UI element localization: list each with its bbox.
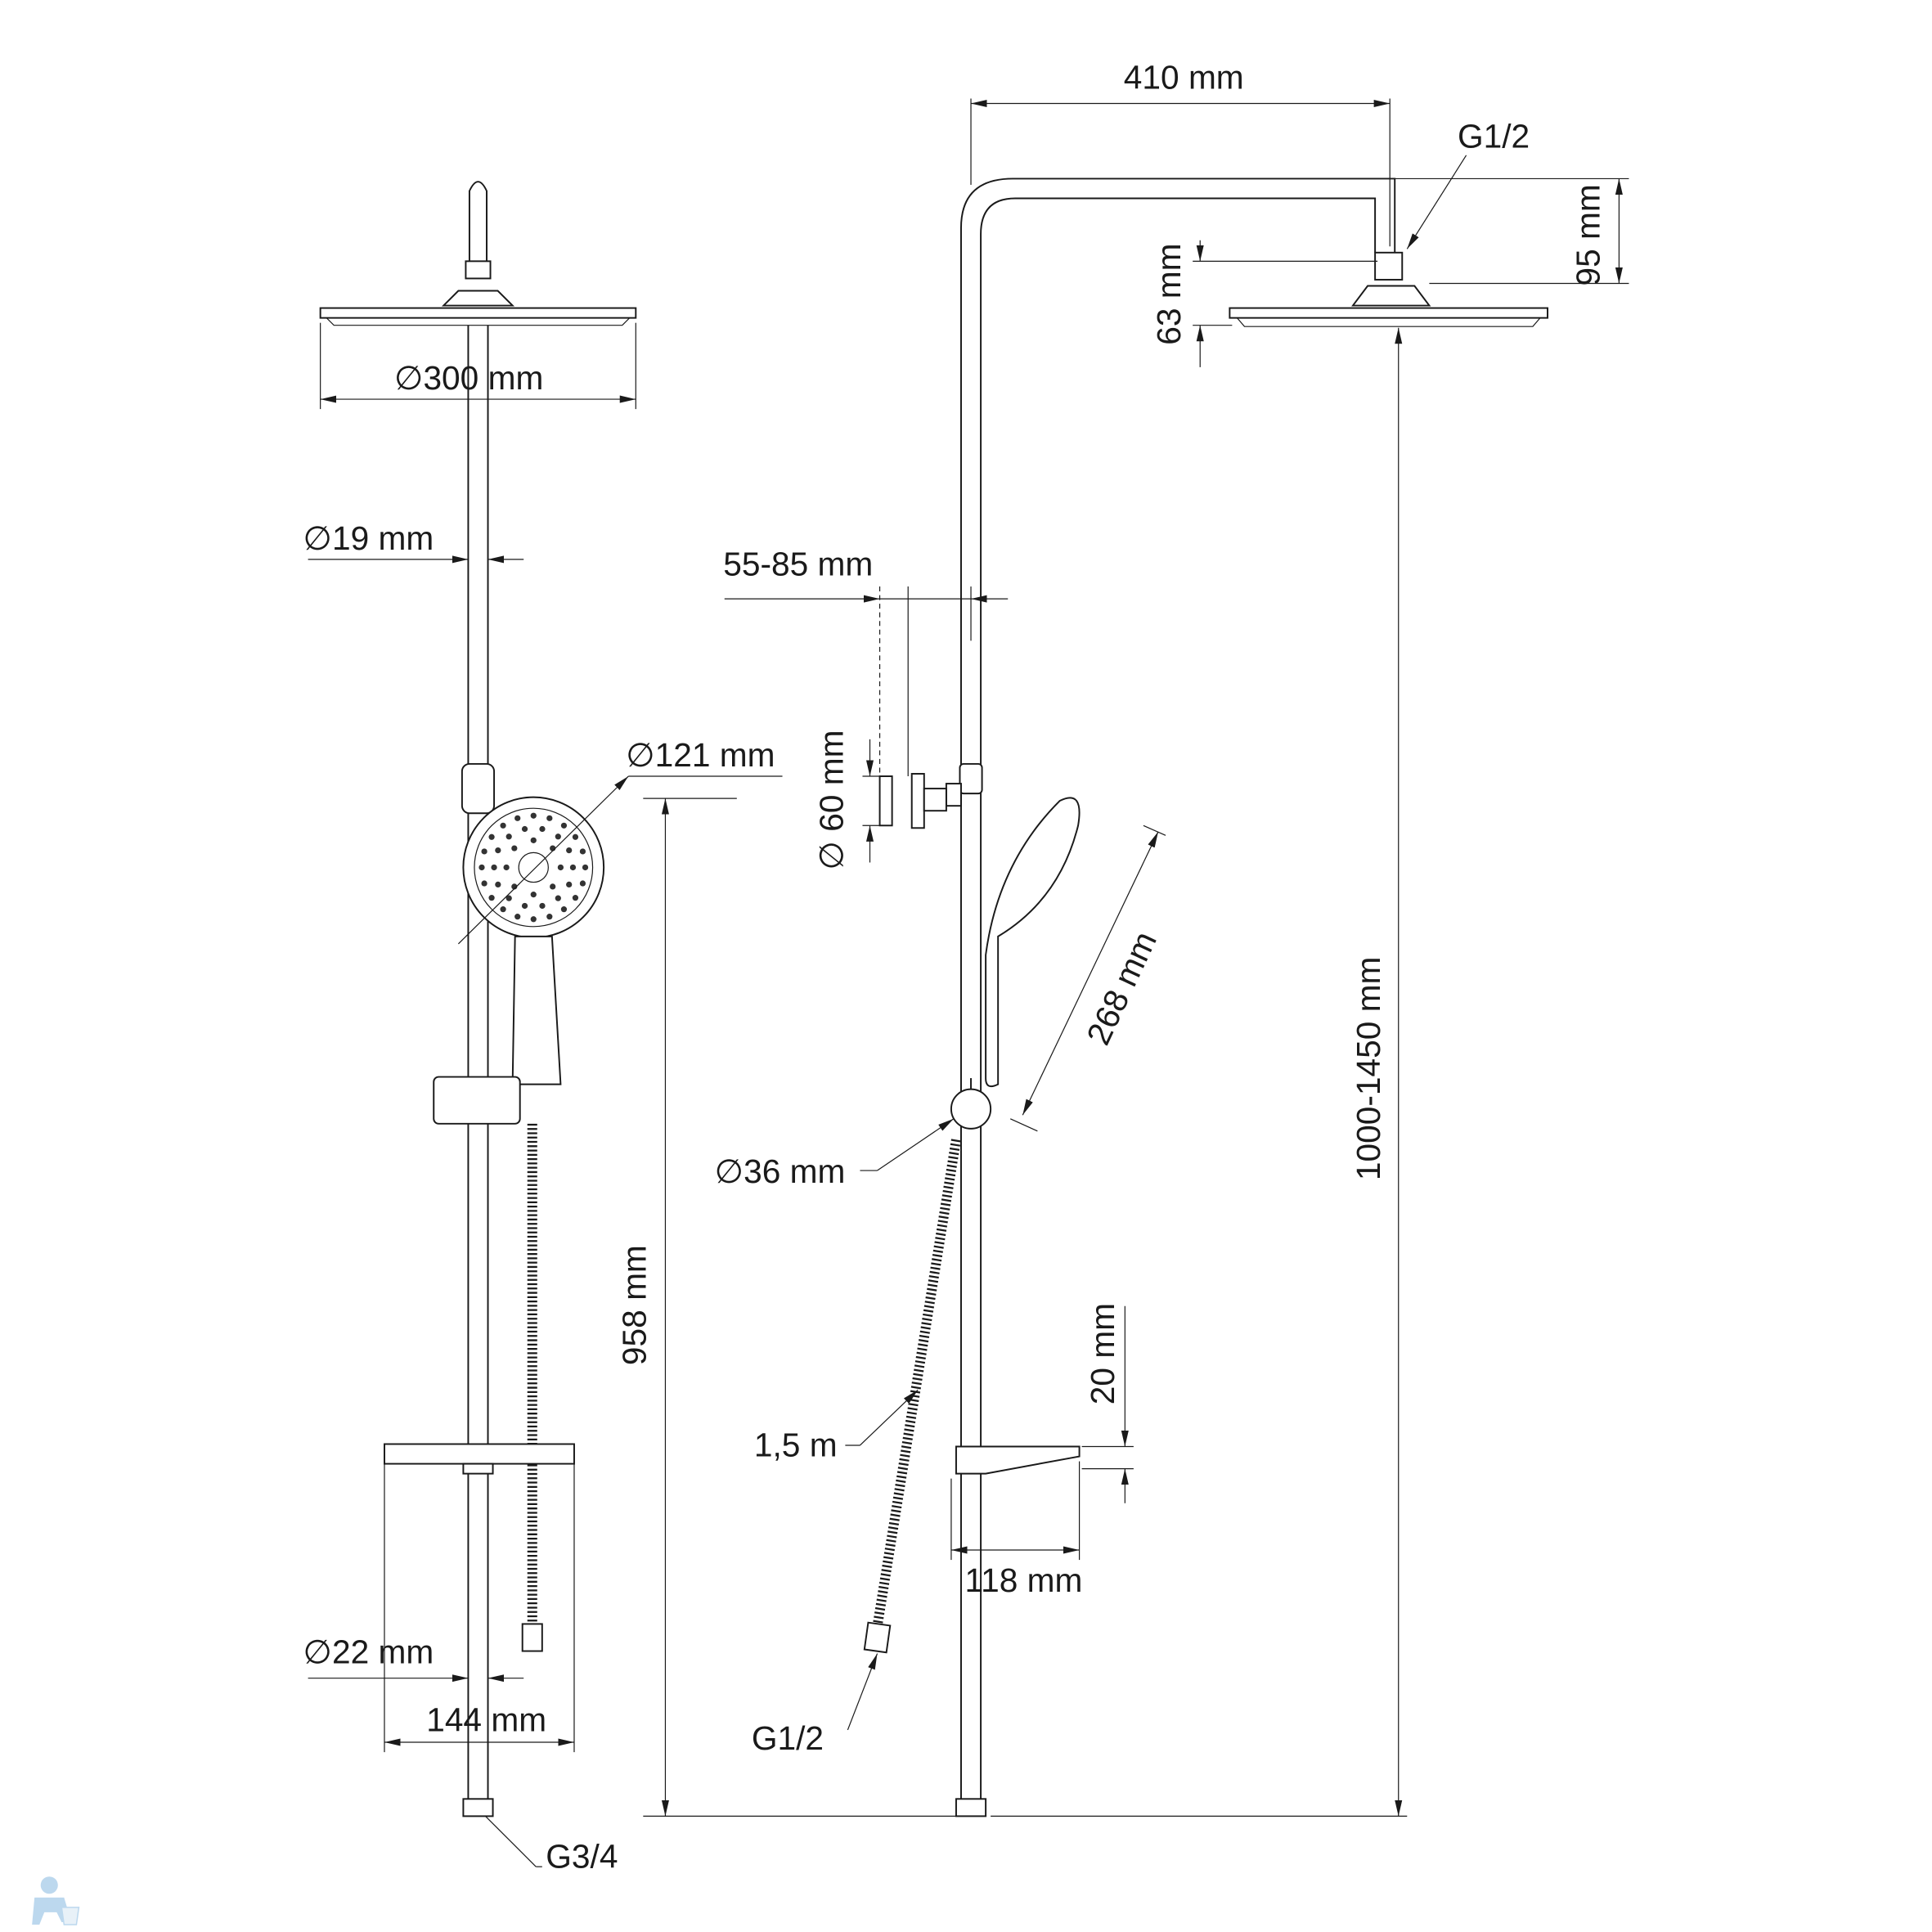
hose-side <box>872 1139 961 1628</box>
nozzle <box>514 815 521 821</box>
nozzles <box>479 812 589 923</box>
dim-shelf-height: 20 mm <box>1084 1303 1121 1404</box>
nozzle <box>495 847 501 854</box>
nozzle <box>479 864 485 871</box>
nozzle <box>500 906 506 913</box>
nozzle <box>514 914 521 920</box>
nozzle <box>530 892 537 898</box>
bottom-fitting <box>955 1798 987 1817</box>
nozzle <box>511 845 518 851</box>
hand-shower-handle <box>511 935 562 1085</box>
nozzle <box>500 822 506 829</box>
head-connector <box>441 290 515 307</box>
arm-nut <box>465 260 492 280</box>
dim-shelf-depth: 118 mm <box>964 1561 1082 1599</box>
nozzle <box>481 848 487 855</box>
nozzle <box>488 895 495 901</box>
label-hose-length: 1,5 m <box>754 1427 838 1464</box>
dim-head-diameter: ∅300 mm <box>394 359 543 397</box>
dim-bar-diameter-19: ∅19 mm <box>303 519 434 557</box>
label-top-inlet: G1/2 <box>1458 118 1530 155</box>
nozzle <box>579 848 586 855</box>
nozzle <box>572 895 579 901</box>
dim-height-958: 958 mm <box>615 1245 653 1365</box>
front-view: ∅300 mm ∅19 mm ∅121 mm 958 mm ∅22 mm 144… <box>303 181 956 1876</box>
label-hose-inlet: G1/2 <box>752 1719 824 1757</box>
nozzle <box>530 916 537 923</box>
slider <box>433 1076 521 1125</box>
nozzle <box>503 864 510 871</box>
nozzle <box>505 895 512 901</box>
nozzle <box>511 883 518 890</box>
bar-holder <box>461 762 496 815</box>
dim-height-95: 95 mm <box>1569 184 1606 285</box>
nozzle <box>530 812 537 819</box>
dim-shelf-width: 144 mm <box>426 1701 546 1738</box>
nozzle <box>521 825 528 833</box>
riser-inner <box>980 197 1377 1799</box>
nozzle <box>530 837 537 843</box>
nozzle <box>481 880 487 887</box>
nozzle <box>550 883 556 890</box>
rain-shower-head-side <box>1229 307 1548 319</box>
diverter-knob <box>950 1088 992 1130</box>
nozzle <box>566 847 573 854</box>
dim-holder-diameter: ∅ 60 mm <box>812 730 850 870</box>
nozzle <box>555 833 561 840</box>
nozzle <box>560 822 568 829</box>
dim-hand-length: 268 mm <box>1079 926 1164 1051</box>
dim-height-range: 1000-1450 mm <box>1350 957 1387 1180</box>
plumber-logo <box>32 1876 80 1925</box>
hand-shower-side <box>985 797 1081 1088</box>
hand-holder <box>878 775 893 827</box>
wall-inlet-fitting <box>462 1798 494 1817</box>
dim-height-63: 63 mm <box>1150 244 1188 345</box>
dim-diverter-diameter: ∅36 mm <box>715 1152 846 1190</box>
shelf-side <box>955 1445 1081 1475</box>
nozzle <box>539 902 546 910</box>
nozzle <box>560 906 568 913</box>
dim-hand-diameter: ∅121 mm <box>626 736 775 774</box>
nozzle <box>582 864 589 871</box>
side-view: 410 mm G1/2 95 mm 63 mm 1000-1450 mm 55-… <box>715 58 1629 1817</box>
dim-arm-length: 410 mm <box>1124 58 1244 96</box>
nozzle <box>546 815 553 821</box>
shelf <box>384 1443 575 1465</box>
nozzle <box>569 864 577 871</box>
dim-bar-diameter-22: ∅22 mm <box>303 1633 434 1671</box>
riser-outer <box>959 177 1396 1799</box>
rain-shower-head <box>319 307 637 319</box>
nozzle <box>495 881 501 888</box>
arm-nut <box>1374 251 1404 281</box>
nozzle <box>557 864 564 871</box>
nozzle <box>539 825 546 833</box>
nozzle <box>521 902 528 910</box>
nozzle <box>579 880 586 887</box>
shower-arm <box>468 181 487 269</box>
nozzle <box>488 833 495 840</box>
nozzle <box>555 895 561 901</box>
label-wall-inlet: G3/4 <box>546 1838 618 1876</box>
hose-nut <box>521 1623 543 1652</box>
nozzle <box>546 914 553 920</box>
nozzle <box>491 864 497 871</box>
nozzle <box>566 881 573 888</box>
nozzle <box>505 833 512 840</box>
dim-holder-offset: 55-85 mm <box>723 545 873 582</box>
nozzle <box>572 833 579 840</box>
